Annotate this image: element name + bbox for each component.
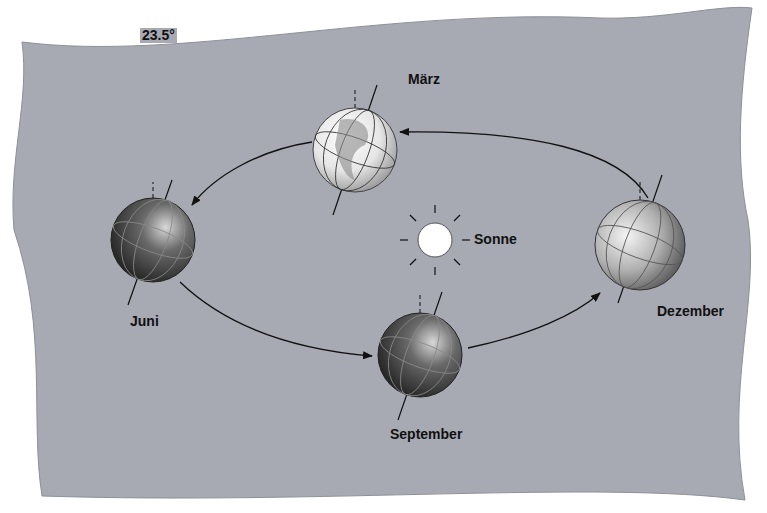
month-label: Juni: [128, 314, 161, 329]
month-label: März: [406, 72, 442, 87]
month-label: September: [388, 427, 464, 442]
month-label: Dezember: [655, 304, 726, 319]
sun-label: Sonne: [472, 232, 519, 247]
angle-label: 23.5°: [140, 28, 177, 43]
